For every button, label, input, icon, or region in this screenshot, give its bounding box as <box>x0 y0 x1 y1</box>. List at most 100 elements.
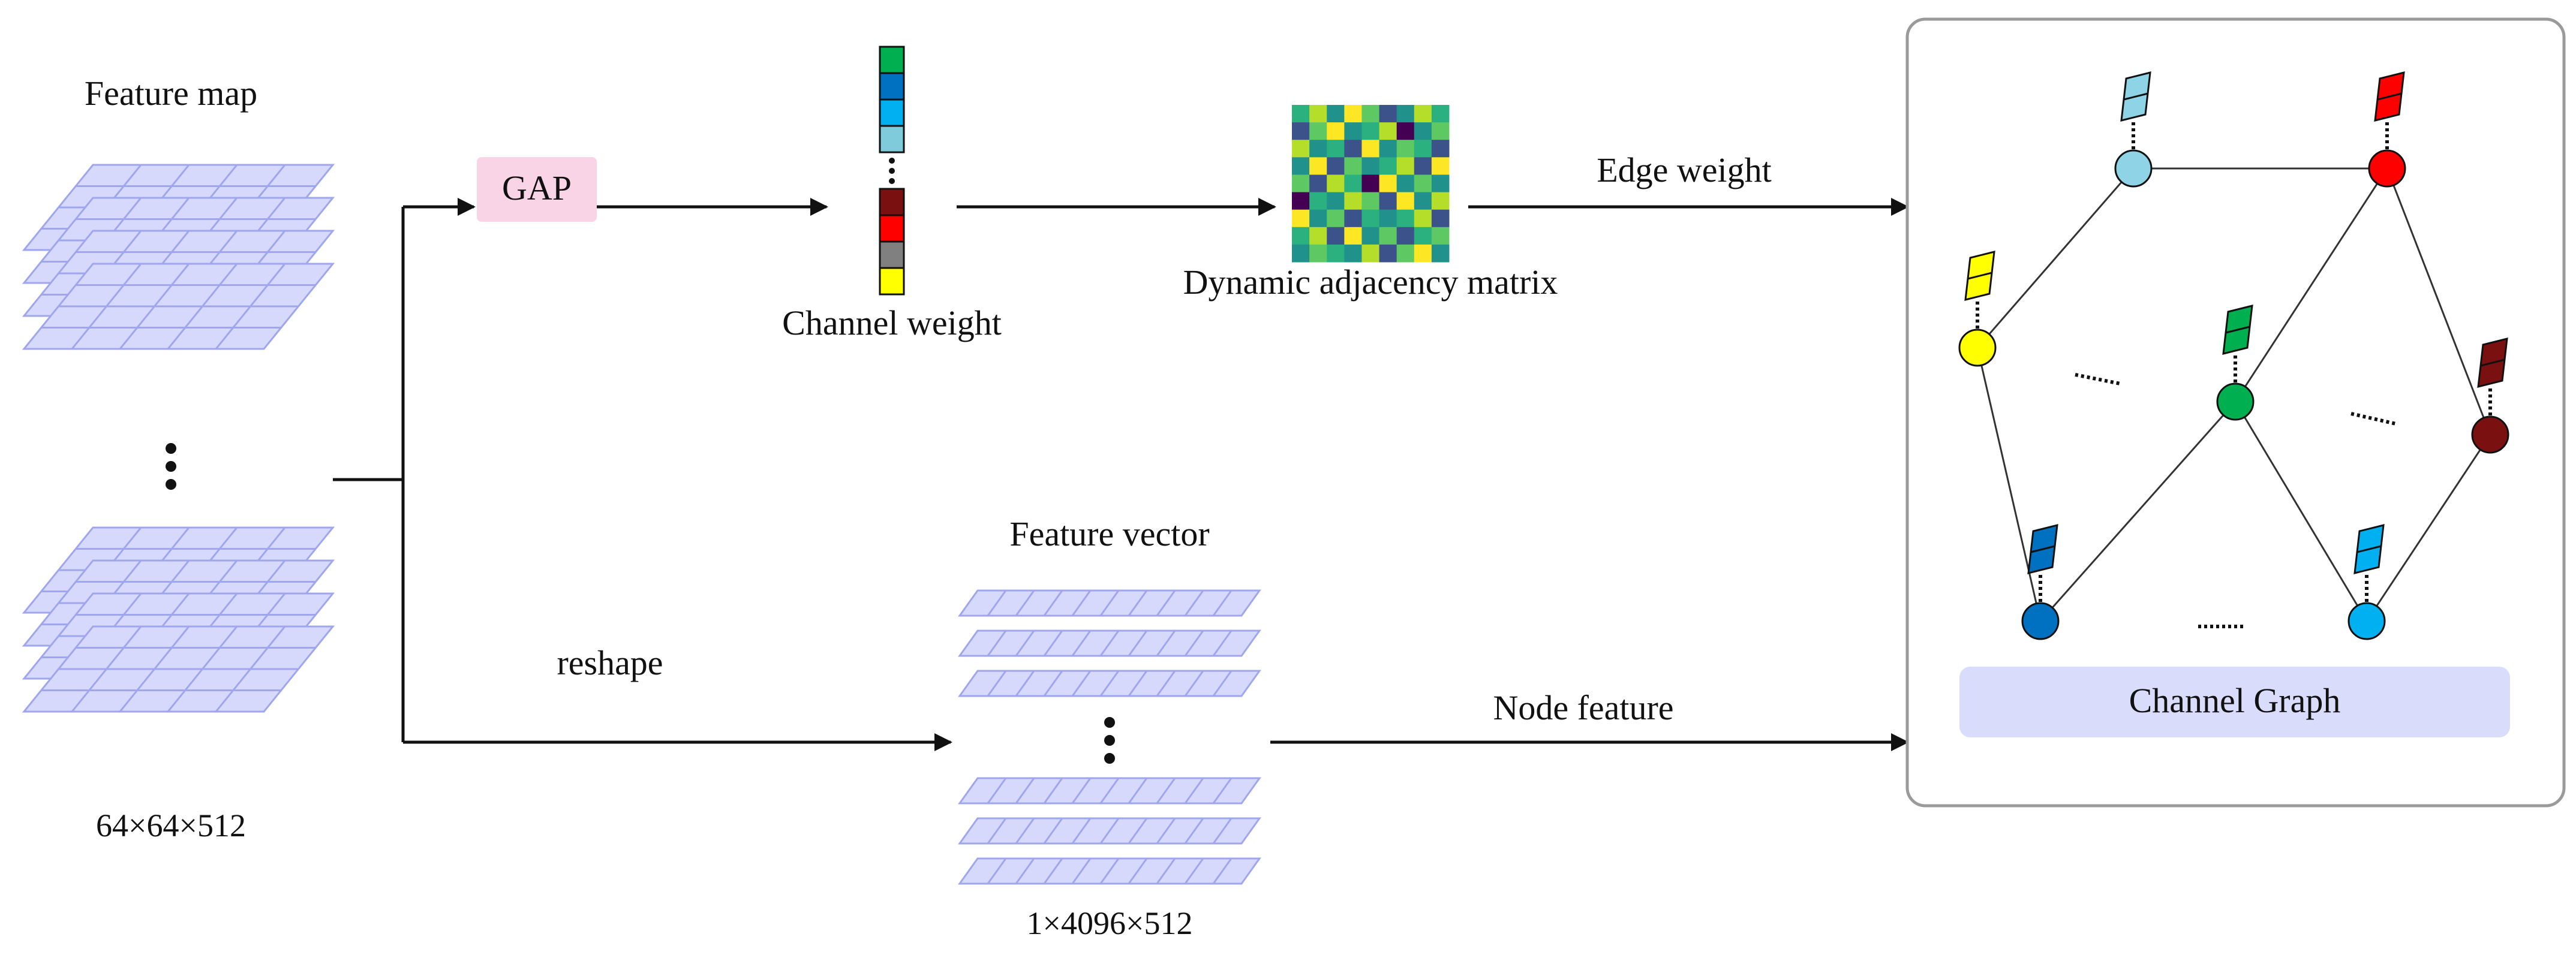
node-feature-glyph <box>2477 338 2508 388</box>
adjacency-cell <box>1292 105 1310 123</box>
feature-vector-strip <box>958 589 1261 617</box>
node-feature-glyph <box>2120 71 2151 122</box>
feature-vector-dims: 1×4096×512 <box>1027 905 1193 941</box>
graph-ellipsis-marks <box>2075 373 2397 628</box>
adjacency-cell <box>1361 227 1380 245</box>
reshape-label: reshape <box>557 643 663 682</box>
adjacency-cell <box>1292 209 1310 228</box>
adjacency-cell <box>1379 140 1397 158</box>
adjacency-cell <box>1414 227 1432 245</box>
adjacency-cell <box>1431 209 1450 228</box>
feature-vector-strip <box>958 857 1261 885</box>
adjacency-cell <box>1431 157 1450 175</box>
graph-node <box>2368 71 2406 188</box>
adjacency-cell <box>1344 122 1362 140</box>
adjacency-cell <box>1396 122 1415 140</box>
adjacency-cell <box>1327 174 1345 193</box>
adjacency-matrix-label: Dynamic adjacency matrix <box>1183 263 1558 302</box>
adjacency-cell <box>1309 122 1327 140</box>
graph-node <box>2471 338 2509 454</box>
adjacency-cell <box>1396 209 1415 228</box>
adjacency-cell <box>1379 227 1397 245</box>
graph-edges <box>1976 167 2491 622</box>
adjacency-cell <box>1379 105 1397 123</box>
adjacency-cell <box>1431 122 1450 140</box>
adjacency-cell <box>1396 227 1415 245</box>
channel-weight-cell <box>879 240 905 269</box>
adjacency-cell <box>1431 192 1450 210</box>
graph-node <box>2114 71 2153 188</box>
adjacency-cell <box>1396 140 1415 158</box>
adjacency-cell <box>1327 244 1345 263</box>
adjacency-cell <box>1431 227 1450 245</box>
adjacency-cell <box>1379 209 1397 228</box>
graph-node <box>2021 524 2060 640</box>
adjacency-cell <box>1379 244 1397 263</box>
adjacency-cell <box>1309 192 1327 210</box>
adjacency-cell <box>1431 105 1450 123</box>
adjacency-cell <box>1292 122 1310 140</box>
channel-weight-label: Channel weight <box>782 303 1002 342</box>
adjacency-cell <box>1309 244 1327 263</box>
node-feature-glyph <box>1964 251 1995 301</box>
adjacency-matrix-heatmap <box>1292 105 1450 263</box>
adjacency-cell <box>1361 244 1380 263</box>
adjacency-cell <box>1292 140 1310 158</box>
node-feature-label: Node feature <box>1493 688 1673 727</box>
feature-map-layer <box>22 625 335 713</box>
adjacency-cell <box>1309 227 1327 245</box>
feature-map-layer <box>22 263 335 350</box>
node-feature-glyph <box>2222 305 2253 355</box>
adjacency-cell <box>1361 174 1380 193</box>
adjacency-cell <box>1361 105 1380 123</box>
feature-vector-label: Feature vector <box>1009 514 1209 553</box>
adjacency-cell <box>1361 140 1380 158</box>
channel-graph-label: Channel Graph <box>2129 681 2341 720</box>
channel-weight-vector <box>879 46 905 296</box>
adjacency-cell <box>1414 209 1432 228</box>
adjacency-cell <box>1344 174 1362 193</box>
graph-nodes <box>1958 71 2509 640</box>
vertical-ellipsis <box>166 443 176 490</box>
adjacency-cell <box>1396 157 1415 175</box>
adjacency-cell <box>1344 209 1362 228</box>
adjacency-cell <box>1414 105 1432 123</box>
feature-vector-strip <box>958 777 1261 805</box>
feature-vector-strip <box>958 817 1261 845</box>
adjacency-cell <box>1309 209 1327 228</box>
adjacency-cell <box>1327 140 1345 158</box>
channel-weight-cell <box>879 214 905 243</box>
adjacency-cell <box>1292 157 1310 175</box>
adjacency-cell <box>1327 122 1345 140</box>
adjacency-cell <box>1327 227 1345 245</box>
channel-weight-cell <box>879 98 905 127</box>
adjacency-cell <box>1431 174 1450 193</box>
feature-map-stack-bottom <box>22 526 335 713</box>
adjacency-cell <box>1414 157 1432 175</box>
adjacency-cell <box>1309 157 1327 175</box>
graph-node <box>2216 305 2255 421</box>
node-feature-glyph <box>2353 524 2385 574</box>
feature-vector-stack <box>958 589 1261 885</box>
channel-weight-cell <box>879 267 905 296</box>
adjacency-cell <box>1361 122 1380 140</box>
graph-node <box>1958 251 1997 367</box>
channel-weight-cell <box>879 125 905 153</box>
adjacency-cell <box>1344 192 1362 210</box>
adjacency-cell <box>1327 192 1345 210</box>
feature-map-stack-top <box>22 164 335 350</box>
adjacency-cell <box>1361 209 1380 228</box>
adjacency-cell <box>1344 227 1362 245</box>
adjacency-cell <box>1361 157 1380 175</box>
adjacency-cell <box>1292 192 1310 210</box>
adjacency-cell <box>1396 244 1415 263</box>
node-feature-glyph <box>2374 71 2405 122</box>
adjacency-cell <box>1414 174 1432 193</box>
edge-weight-label: Edge weight <box>1597 150 1772 189</box>
channel-weight-ellipsis <box>889 158 895 184</box>
adjacency-cell <box>1309 140 1327 158</box>
adjacency-cell <box>1379 174 1397 193</box>
gap-label: GAP <box>502 168 572 207</box>
